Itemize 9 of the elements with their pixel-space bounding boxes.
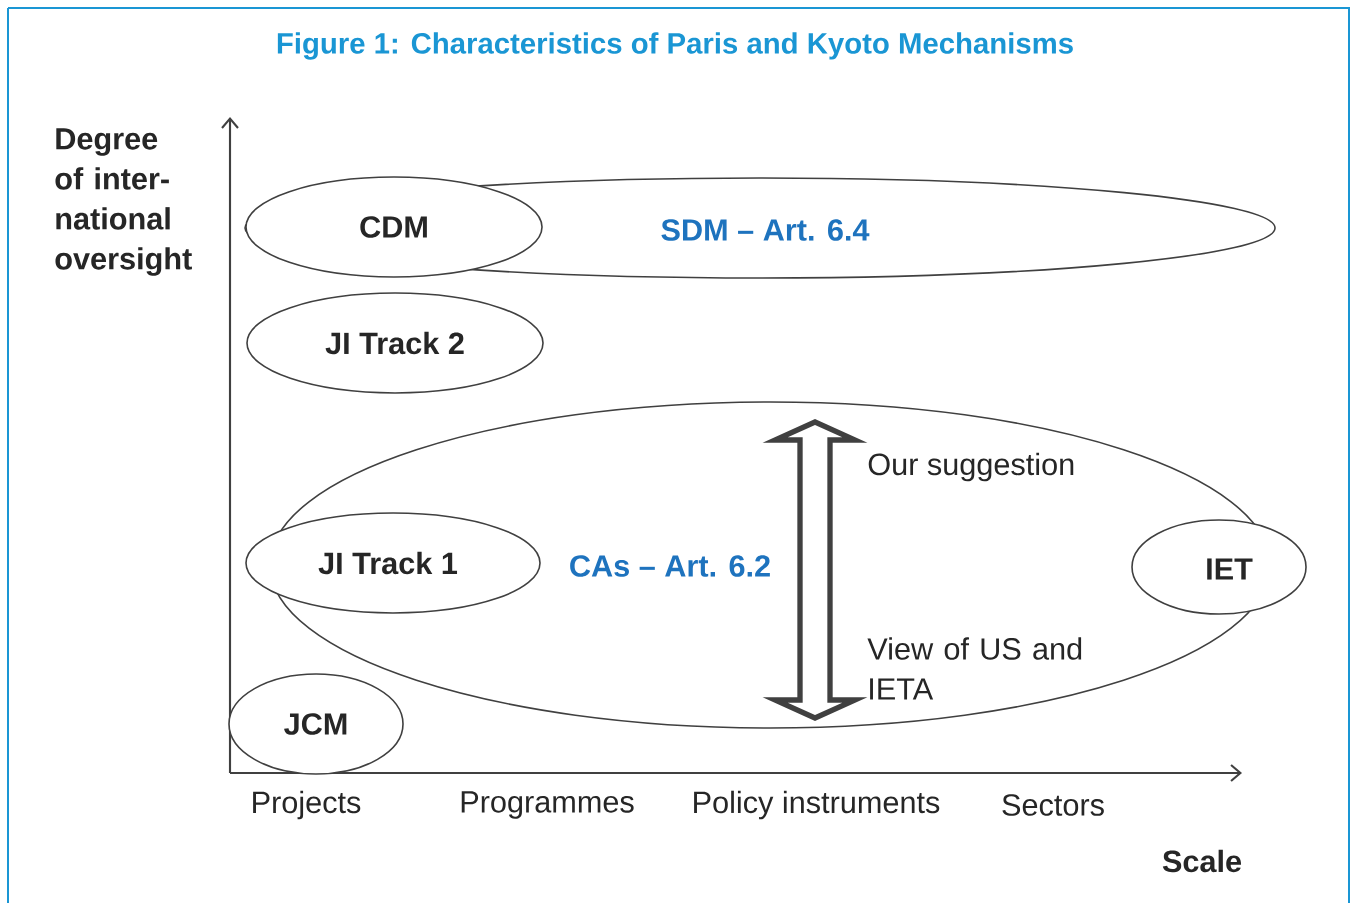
title: Figure 1: Characteristics of Paris and Kyoto Mechanisms — [277, 32, 1073, 60]
annotation: Our suggestion — [868, 452, 1074, 482]
axis-title: Degree of inter-national oversight — [55, 128, 192, 276]
annotation: View of US and IETA — [867, 637, 1082, 700]
axis-label: Programmes — [461, 791, 634, 819]
axis-label: Projects — [253, 790, 361, 820]
axis-title: Scale — [1162, 849, 1242, 873]
axis-label: Policy instruments — [694, 790, 940, 820]
axis-label: Sectors — [1002, 794, 1104, 816]
